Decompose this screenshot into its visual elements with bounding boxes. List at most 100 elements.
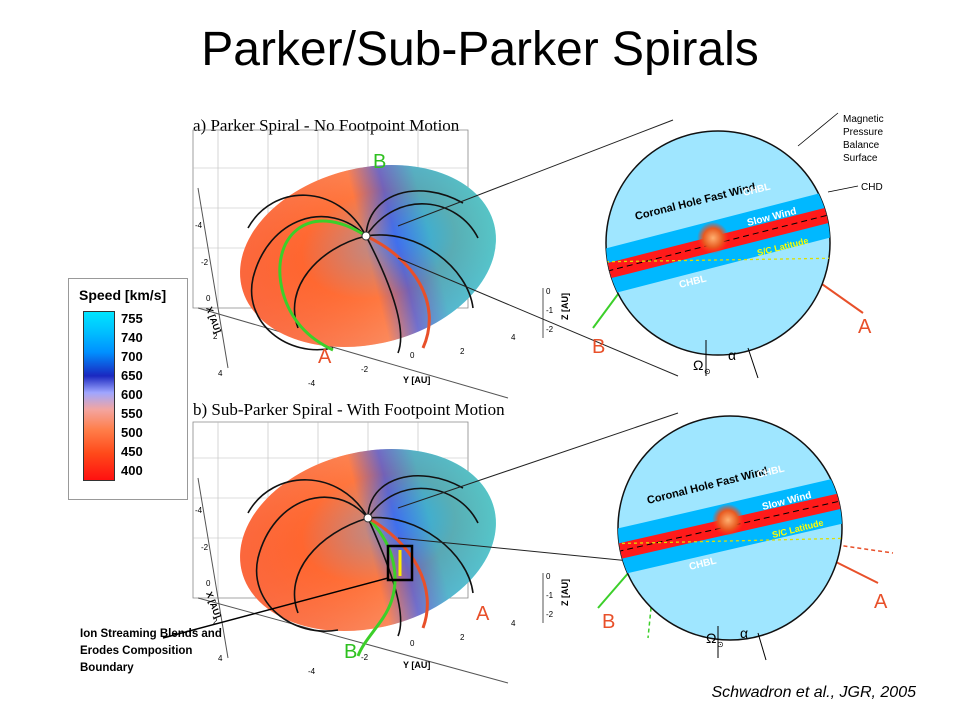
legend-colorbar xyxy=(83,311,115,481)
svg-text:-4: -4 xyxy=(308,379,316,388)
svg-text:-2: -2 xyxy=(361,653,369,662)
sun-a-sc-latitude-line xyxy=(606,257,830,263)
sun-a-label-a: A xyxy=(858,316,872,338)
panel-a-y-axis-label: Y [AU] xyxy=(403,375,430,385)
svg-text:0: 0 xyxy=(206,294,211,303)
legend-tick: 500 xyxy=(121,425,143,440)
panel-a-disc-shading xyxy=(240,165,496,347)
svg-text:-4: -4 xyxy=(195,506,203,515)
panel-b-y-axis-label: Y [AU] xyxy=(403,660,430,670)
svg-text:0: 0 xyxy=(546,287,551,296)
legend-tick: 700 xyxy=(121,349,143,364)
svg-text:0: 0 xyxy=(410,351,415,360)
svg-text:-1: -1 xyxy=(546,306,554,315)
panel-b-y-axis xyxy=(197,597,509,684)
sun-b-alpha: α xyxy=(740,625,748,641)
svg-text:-2: -2 xyxy=(546,325,554,334)
diagram-canvas: B A X [AU] Y [AU] Z [AU] -4 -2 0 2 4 -4 … xyxy=(162,112,894,684)
svg-text:4: 4 xyxy=(511,619,516,628)
slide-title: Parker/Sub-Parker Spirals xyxy=(201,23,759,76)
sun-b-sc-latitude-line xyxy=(618,537,842,545)
sun-a-chd-label: CHD xyxy=(861,182,883,193)
panel-a-box xyxy=(192,129,469,309)
svg-text:2: 2 xyxy=(460,633,465,642)
panel-a-track-a xyxy=(365,234,431,349)
panel-a-y-ticks: -4 -2 0 2 4 xyxy=(308,333,516,388)
panel-b-label-a: A xyxy=(476,603,490,625)
svg-text:-4: -4 xyxy=(195,221,203,230)
caption-line: Erodes Composition xyxy=(80,645,193,657)
legend-tick: 755 xyxy=(121,311,143,326)
svg-text:4: 4 xyxy=(218,654,223,663)
svg-text:4: 4 xyxy=(218,369,223,378)
panel-b-sun-marker xyxy=(363,513,373,523)
sun-b-label-a: A xyxy=(874,591,888,613)
panel-b-x-axis xyxy=(197,477,229,659)
sun-b-omega-sub: ⊙ xyxy=(717,640,724,649)
svg-text:2: 2 xyxy=(213,332,218,341)
caption-line: Boundary xyxy=(80,662,134,674)
panel-b-field-lines xyxy=(247,474,479,637)
figure: Speed [km/s] 755 740 700 650 600 550 500… xyxy=(68,108,928,688)
legend-tick: 740 xyxy=(121,330,143,345)
panel-b-track-a xyxy=(367,516,429,629)
panel-a-label-a: A xyxy=(318,346,332,368)
svg-text:2: 2 xyxy=(460,347,465,356)
sun-a-label-b: B xyxy=(592,336,605,358)
panel-a-x-axis xyxy=(197,187,229,369)
citation: Schwadron et al., JGR, 2005 xyxy=(711,684,916,701)
panel-b-z-ticks: 0 -1 -2 xyxy=(546,572,554,619)
panel-b-z-axis-label: Z [AU] xyxy=(560,579,570,606)
sun-a-annotation-line: Pressure xyxy=(843,127,883,138)
panel-b-box xyxy=(192,421,469,599)
sun-a-sun xyxy=(697,222,729,254)
sun-a-alpha: α xyxy=(728,347,736,363)
sun-a-annotation-pointer xyxy=(797,112,839,147)
sun-a-tilt-axis xyxy=(747,347,759,379)
panel-a-field-lines xyxy=(247,190,479,354)
sun-b-tilt-axis xyxy=(757,632,767,661)
sun-a-annotation-line: Surface xyxy=(843,153,878,164)
svg-text:-2: -2 xyxy=(201,258,209,267)
panel-a-z-axis-label: Z [AU] xyxy=(560,293,570,320)
panel-b-title: b) Sub-Parker Spiral - With Footpoint Mo… xyxy=(193,400,505,419)
speed-legend: Speed [km/s] 755 740 700 650 600 550 500… xyxy=(68,278,188,500)
legend-tick: 450 xyxy=(121,444,143,459)
panel-b-x-axis-label: X [AU] xyxy=(204,590,223,619)
panel-b-disc-shading xyxy=(240,449,496,631)
sun-a-omega-sub: ⊙ xyxy=(704,367,711,376)
svg-text:0: 0 xyxy=(546,572,551,581)
panel-a-y-axis xyxy=(197,307,509,399)
panel-b-track-b xyxy=(356,516,397,657)
svg-text:2: 2 xyxy=(213,617,218,626)
panel-b-highlight-box xyxy=(386,544,414,582)
svg-text:-2: -2 xyxy=(201,543,209,552)
svg-text:0: 0 xyxy=(206,579,211,588)
svg-text:-4: -4 xyxy=(308,667,316,676)
panel-b-label-b: B xyxy=(344,641,357,663)
svg-text:-2: -2 xyxy=(546,610,554,619)
panel-a-sun-marker xyxy=(361,231,371,241)
sun-a-annotation-line: Balance xyxy=(843,140,880,151)
sun-diagram-a: Coronal Hole Fast Wind CHBL Slow Wind S/… xyxy=(592,112,884,379)
panel-a-label-b: B xyxy=(373,151,386,173)
panel-b-caption-pointer xyxy=(162,577,389,639)
legend-tick: 650 xyxy=(121,368,143,383)
svg-text:0: 0 xyxy=(410,639,415,648)
panel-a-track-b xyxy=(278,219,367,352)
legend-tick: 550 xyxy=(121,406,143,421)
legend-tick: 600 xyxy=(121,387,143,402)
panel-b-x-ticks: -4 -2 0 2 4 xyxy=(195,506,223,663)
panel-a-z-ticks: 0 -1 -2 xyxy=(546,287,554,334)
svg-text:-2: -2 xyxy=(361,365,369,374)
panel-b-y-ticks: -4 -2 0 2 4 xyxy=(308,619,516,676)
sun-a-omega: Ω xyxy=(693,357,703,373)
sun-diagram-b: Coronal Hole Fast Wind CHBL Slow Wind S/… xyxy=(602,415,888,661)
sun-b-omega: Ω xyxy=(706,630,716,646)
sun-a-annotation-line: Magnetic xyxy=(843,114,884,125)
panel-a-x-ticks: -4 -2 0 2 4 xyxy=(195,221,223,378)
legend-title: Speed [km/s] xyxy=(79,287,167,303)
legend-tick: 400 xyxy=(121,463,143,478)
panel-b-plot: A B X [AU] Y [AU] Z [AU] -4 -2 0 2 4 -4 … xyxy=(162,421,570,684)
sun-a-chd-pointer xyxy=(827,185,859,193)
